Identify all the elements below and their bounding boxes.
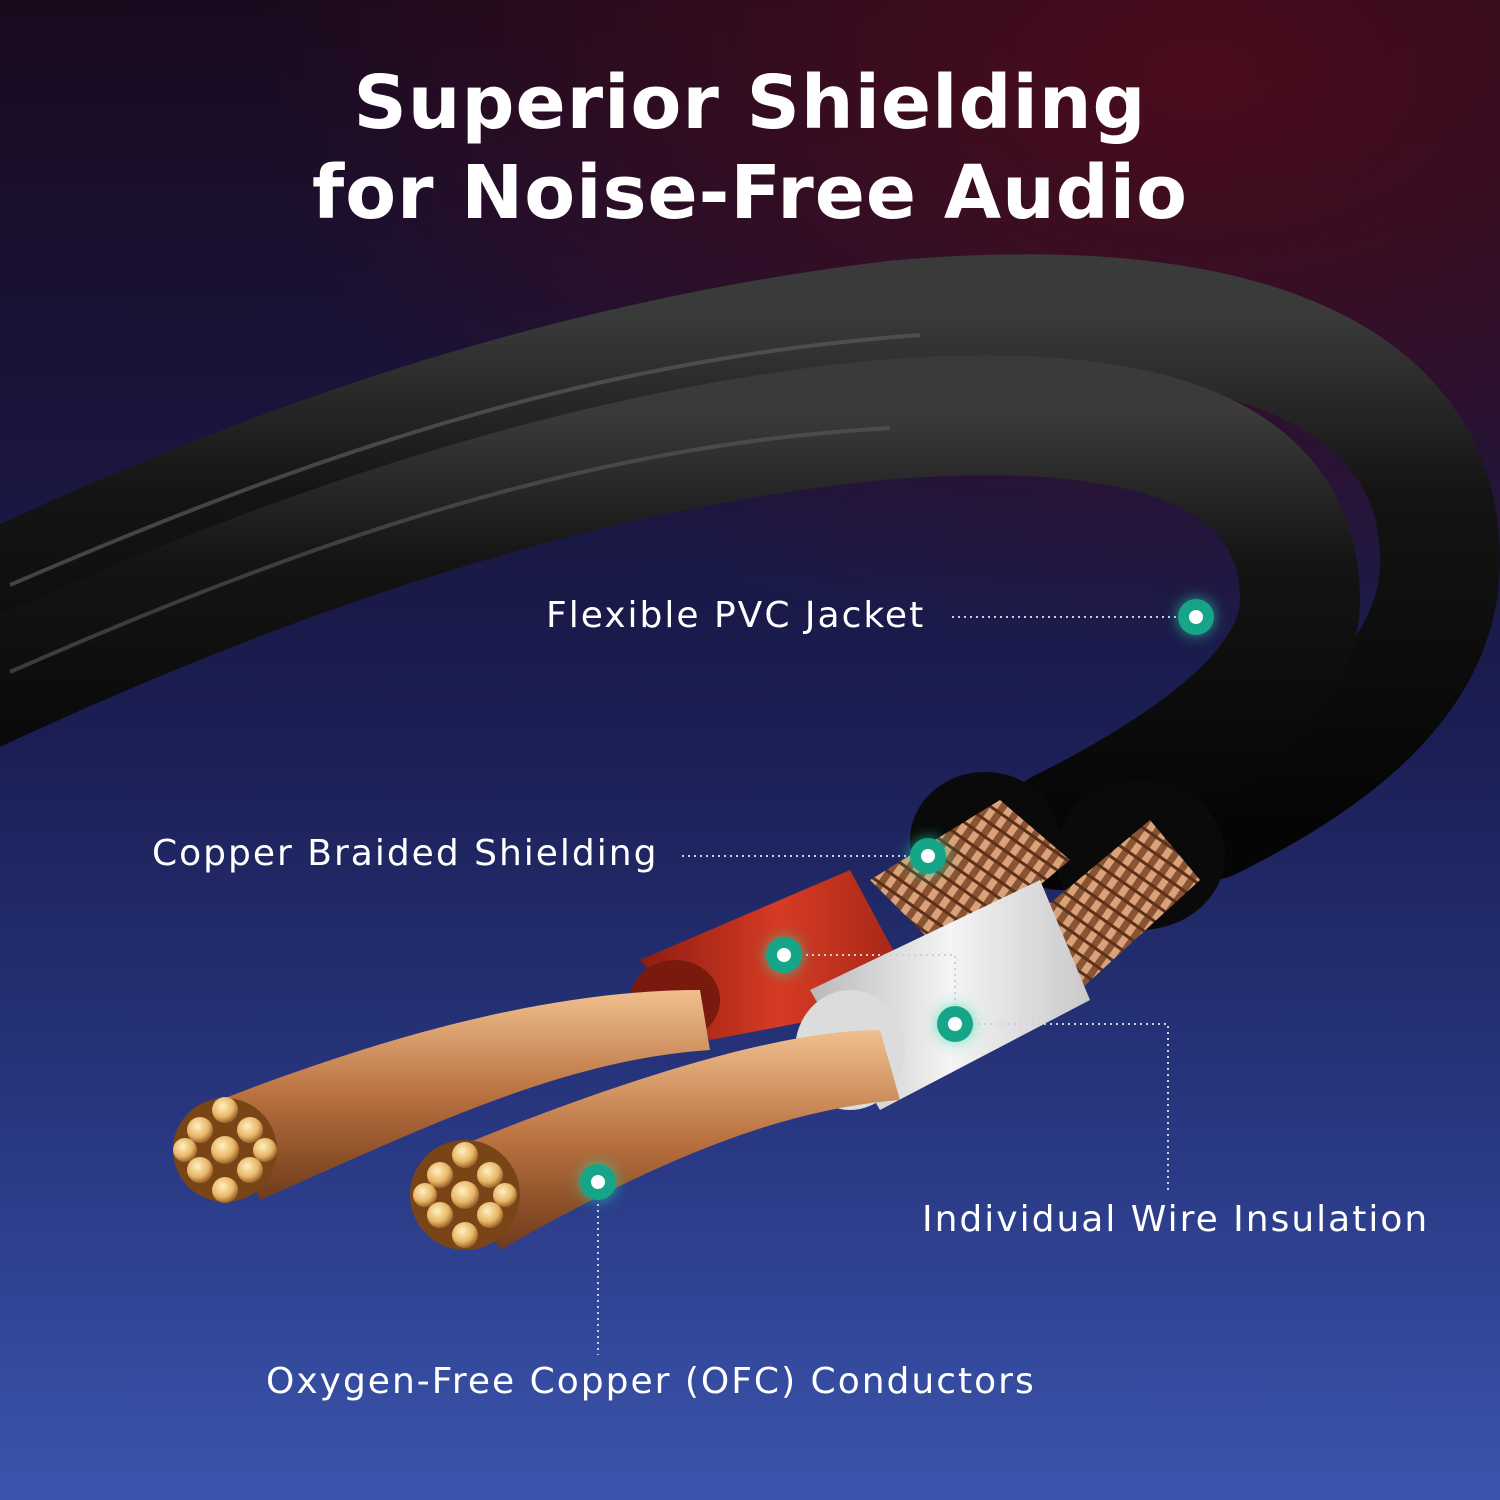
conductor-end-right (410, 1140, 520, 1250)
title-line-2: for Noise-Free Audio (312, 150, 1188, 236)
marker-dot-conductors (580, 1164, 616, 1200)
page-title: Superior Shielding for Noise-Free Audio (0, 58, 1500, 238)
title-line-1: Superior Shielding (353, 60, 1147, 146)
callout-ofc-conductors: Oxygen-Free Copper (OFC) Conductors (266, 1361, 1036, 1402)
marker-dot-jacket (1178, 599, 1214, 635)
marker-dot-shielding (910, 838, 946, 874)
copper-braided-shielding (870, 800, 1200, 990)
callout-leader-lines (597, 616, 1180, 1355)
callout-pvc-jacket: Flexible PVC Jacket (546, 595, 926, 636)
callout-copper-shielding: Copper Braided Shielding (152, 833, 659, 874)
callout-wire-insulation: Individual Wire Insulation (922, 1199, 1430, 1240)
marker-dot-white-insulation (937, 1006, 973, 1042)
ofc-conductors (173, 990, 900, 1250)
conductor-end-left (173, 1097, 277, 1203)
marker-dot-red-insulation (766, 937, 802, 973)
